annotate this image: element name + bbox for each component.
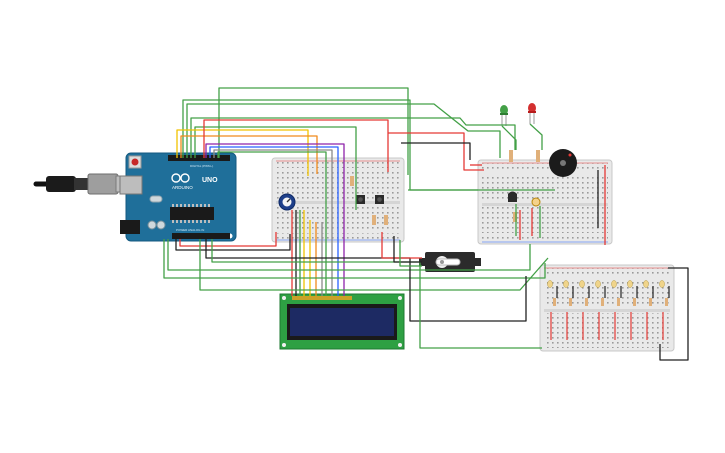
lcd-display (279, 293, 405, 350)
arduino-brand-label: ARDUINO (172, 185, 193, 190)
arduino-uno-board[interactable]: ARDUINO UNO DIGITAL (PWM~) POWER ANALOG … (119, 152, 237, 242)
servo-icon[interactable] (419, 252, 481, 272)
breadboard-led-array[interactable] (539, 264, 675, 352)
resistor-group-main (350, 176, 388, 225)
potentiometer-icon[interactable] (278, 193, 296, 211)
resistor-group-right (509, 150, 540, 222)
usb-cable-icon (33, 173, 135, 195)
buzzer-icon[interactable] (549, 149, 577, 177)
led-icon[interactable] (528, 103, 536, 124)
arduino-logo (171, 173, 190, 183)
photoresistor-icon[interactable] (531, 197, 541, 207)
analog-header-label: POWER ANALOG IN (176, 228, 204, 232)
led-icon[interactable] (500, 105, 508, 126)
breadboard-right[interactable] (477, 159, 613, 245)
led-array (547, 280, 670, 340)
digital-header-label: DIGITAL (PWM~) (190, 164, 213, 168)
arduino-model-label: UNO (202, 177, 218, 184)
temperature-sensor-icon[interactable] (508, 191, 517, 203)
wires (163, 87, 689, 361)
pushbutton-icon[interactable] (356, 195, 384, 204)
